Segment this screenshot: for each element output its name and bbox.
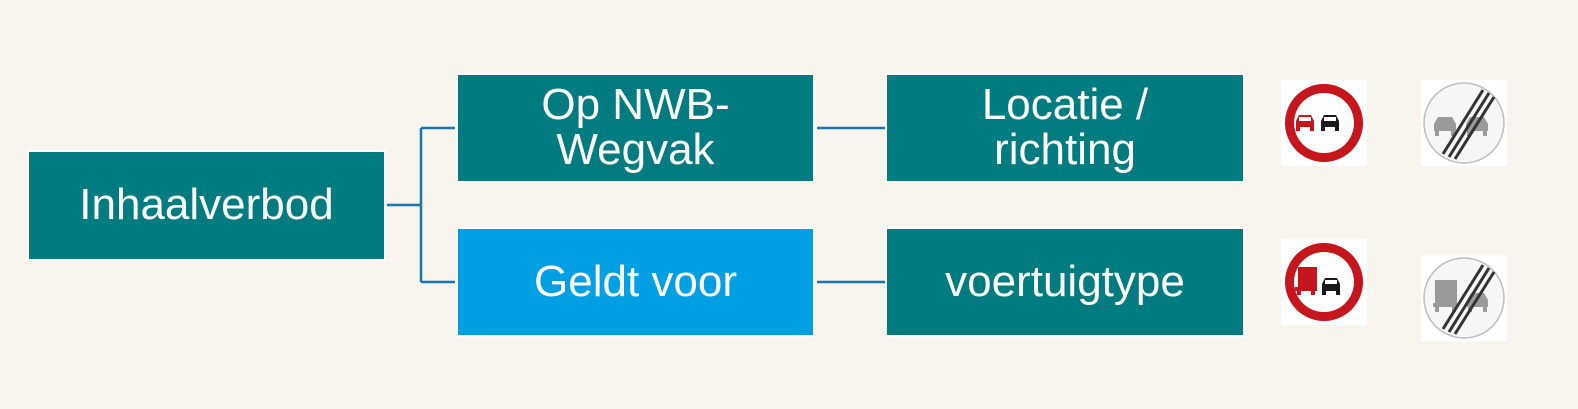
no-overtaking-trucks-sign <box>1281 239 1367 325</box>
black-car-icon <box>1322 278 1340 295</box>
leaf-node-locatie-richting: Locatie / richting <box>885 73 1245 183</box>
root-node-inhaalverbod: Inhaalverbod <box>27 150 386 261</box>
root-node-label: Inhaalverbod <box>79 180 334 230</box>
red-truck-icon <box>1295 267 1317 295</box>
leaf-node-label-line-2: richting <box>994 125 1136 174</box>
branch-node-geldt-voor: Geldt voor <box>456 227 815 337</box>
leaf-node-label-line-1: Locatie / <box>981 80 1149 130</box>
end-no-overtaking-trucks-sign <box>1421 255 1507 341</box>
red-car-icon <box>1296 115 1314 131</box>
no-overtaking-sign <box>1281 80 1367 166</box>
leaf-node-label: voertuigtype <box>945 256 1185 306</box>
branch-node-label-line-1: Op NWB- <box>541 80 730 130</box>
branch-node-label-line-2: Wegvak <box>556 125 715 174</box>
branch-node-label: Geldt voor <box>534 256 737 306</box>
black-car-icon <box>1321 115 1339 131</box>
end-no-overtaking-sign <box>1421 80 1507 166</box>
root-connector <box>387 126 455 284</box>
branch-node-op-nwb-wegvak: Op NWB- Wegvak <box>456 73 815 183</box>
leaf-node-voertuigtype: voertuigtype <box>885 227 1245 337</box>
